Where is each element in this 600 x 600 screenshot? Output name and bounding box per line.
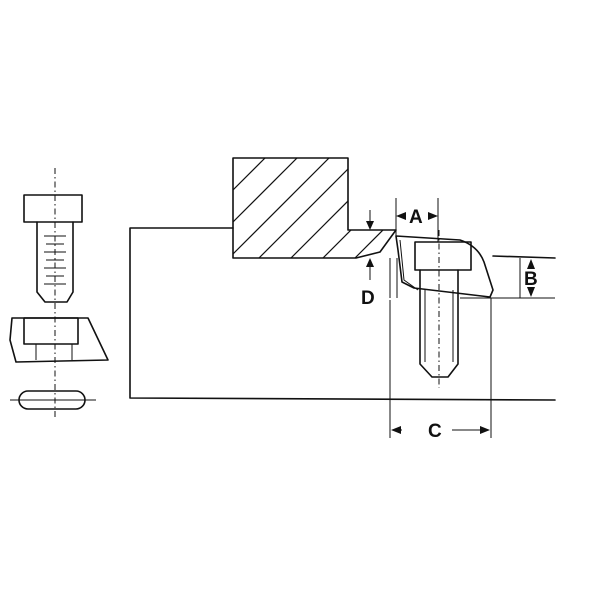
bolt-side-view bbox=[23, 168, 83, 420]
dimension-a-label: A bbox=[409, 207, 423, 228]
dimension-c-label: C bbox=[428, 421, 442, 442]
bolt-head bbox=[23, 194, 83, 223]
dimension-a: A bbox=[395, 198, 439, 242]
workpiece-section bbox=[232, 157, 397, 259]
clamp-plate-main bbox=[395, 235, 494, 298]
dimension-d-label: D bbox=[361, 288, 375, 309]
slot-outline bbox=[18, 390, 86, 410]
clamp-plate-side-view bbox=[9, 317, 109, 363]
bolt-shank-main bbox=[419, 269, 459, 378]
bolt-thread-marks bbox=[44, 235, 66, 285]
clamp-plate-body bbox=[395, 235, 494, 298]
dimension-c: C bbox=[389, 298, 492, 442]
bolt-shank bbox=[36, 221, 74, 303]
machine-table-outline bbox=[129, 227, 556, 401]
table-outline-left bbox=[129, 227, 556, 401]
dimension-b-label: B bbox=[524, 269, 538, 290]
dimension-b: B bbox=[519, 258, 538, 298]
workpiece-outline bbox=[232, 157, 397, 259]
bolt-main bbox=[414, 230, 472, 388]
table-top-right bbox=[492, 255, 556, 259]
dimension-d: D bbox=[361, 210, 375, 309]
workpiece-hatching bbox=[233, 158, 396, 258]
clamp-plate-recess bbox=[23, 317, 79, 345]
slot-top-view bbox=[10, 390, 96, 410]
bolt-head-main bbox=[414, 241, 472, 271]
